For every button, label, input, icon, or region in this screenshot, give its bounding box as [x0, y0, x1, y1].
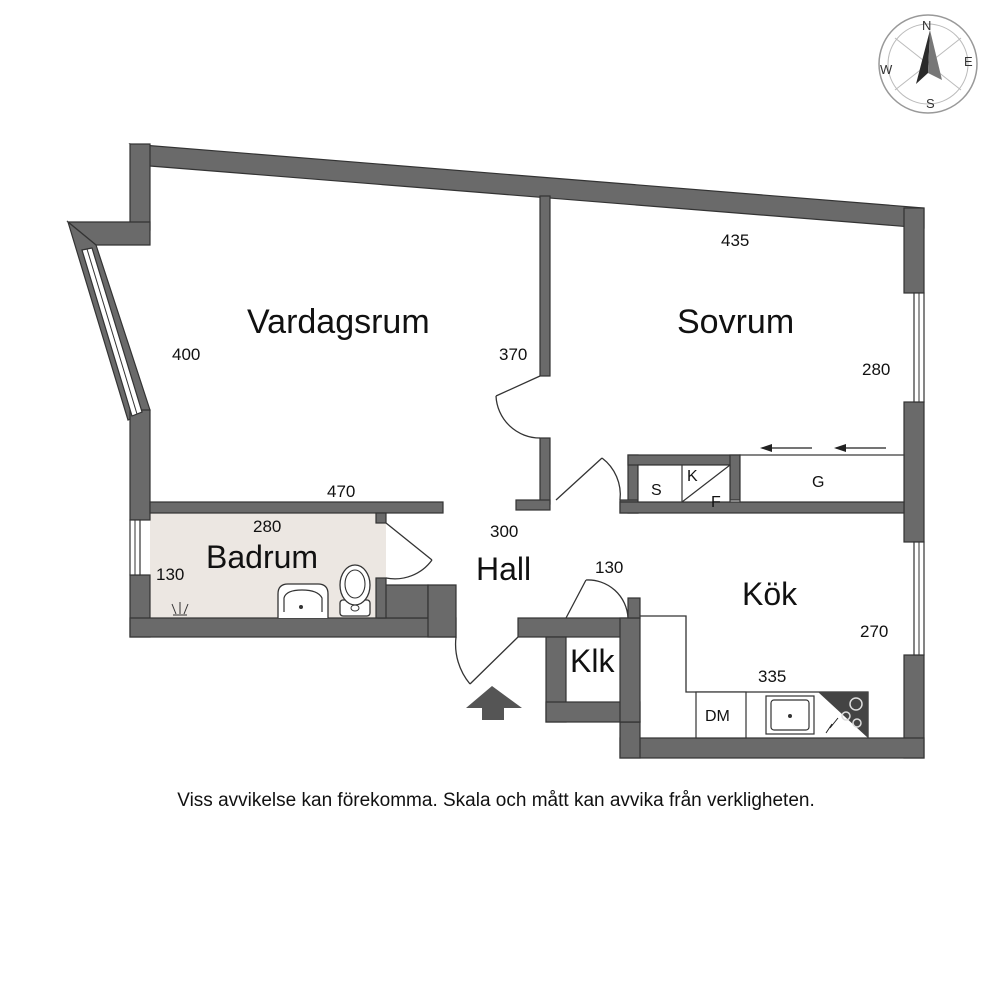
outer-walls [66, 143, 925, 759]
room-label-vardagsrum: Vardagsrum [247, 303, 430, 341]
fixture-label-g: G [812, 474, 824, 491]
dim-vardagsrum-height: 400 [172, 345, 200, 364]
kitchen-counter [640, 615, 869, 739]
wardrobe-g [739, 454, 905, 503]
compass-e-label: E [964, 54, 973, 69]
dim-kok-height: 270 [860, 622, 888, 641]
floor-drain-icon [171, 602, 189, 616]
dim-badrum-height: 130 [156, 565, 184, 584]
compass-s-label: S [926, 96, 935, 111]
dim-vardagsrum-width: 470 [327, 482, 355, 501]
toilet-icon [339, 564, 371, 617]
entrance-arrow-icon [466, 686, 522, 720]
dim-hall: 300 [490, 522, 518, 541]
room-label-badrum: Badrum [206, 539, 318, 575]
room-label-kok: Kök [742, 576, 798, 612]
wardrobe-box [637, 464, 731, 503]
dim-kok-width: 335 [758, 667, 786, 686]
fixture-label-k: K [687, 468, 698, 485]
sink-icon [765, 695, 815, 735]
disclaimer-text: Viss avvikelse kan förekomma. Skala och … [177, 790, 815, 811]
fixture-label-dm: DM [705, 708, 730, 725]
room-label-hall: Hall [476, 551, 531, 587]
compass-n-label: N [922, 18, 931, 33]
fixture-label-f: F [711, 494, 721, 511]
dim-sovrum-height: 280 [862, 360, 890, 379]
washbasin-icon [277, 583, 329, 618]
dim-klk: 130 [595, 558, 623, 577]
room-label-klk: Klk [570, 643, 615, 679]
compass-w-label: W [880, 62, 893, 77]
fixture-label-s: S [651, 482, 662, 499]
dim-vardagsrum-wall: 370 [499, 345, 527, 364]
interior-walls [149, 195, 905, 619]
doors [385, 375, 629, 685]
compass-icon: N E S W [878, 14, 978, 114]
dim-badrum-width: 280 [253, 517, 281, 536]
stove-icon [818, 692, 868, 738]
room-label-sovrum: Sovrum [677, 303, 794, 341]
arrow-left-icon [760, 444, 886, 452]
dim-sovrum-width: 435 [721, 231, 749, 250]
